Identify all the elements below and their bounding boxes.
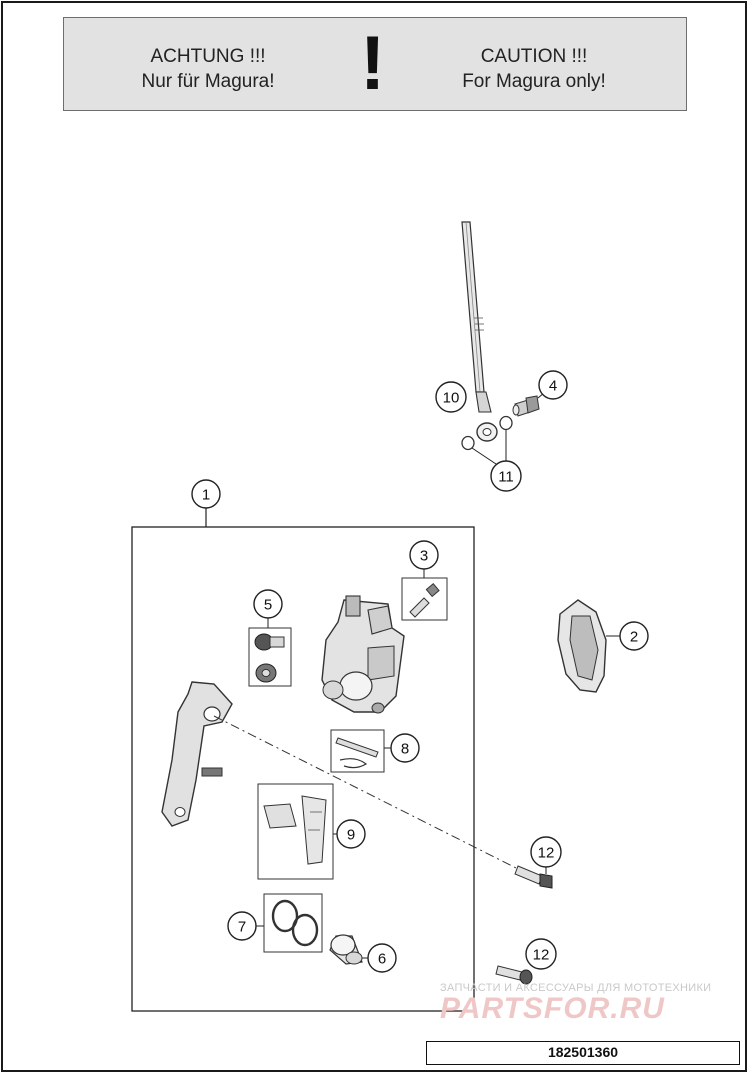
callout-number: 11 (498, 469, 514, 486)
callout-9: 9 (336, 819, 366, 849)
pad-spring-part (263, 795, 327, 865)
caliper-screw-part (514, 865, 553, 889)
piston-plug-part (254, 633, 285, 683)
piston-part (329, 934, 363, 965)
warning-english-text: For Magura only! (462, 71, 606, 92)
callout-number: 1 (202, 487, 210, 504)
callout-number: 4 (549, 378, 557, 395)
slide-pin-part (335, 737, 379, 769)
caliper-screw-part (495, 965, 533, 985)
callout-number: 12 (533, 947, 550, 964)
callout-number: 7 (238, 919, 246, 936)
warning-english: CAUTION !!! For Magura only! (404, 44, 664, 94)
callout-12: 12 (530, 836, 562, 868)
brake-pads-part (557, 599, 607, 693)
callout-12: 12 (525, 938, 557, 970)
o-ring-kit-box (263, 893, 323, 953)
warning-german: ACHTUNG !!! Nur für Magura! (78, 44, 338, 94)
bleeder-valve-part (409, 583, 440, 618)
callout-11: 11 (490, 460, 522, 492)
piston-seal-part (271, 899, 319, 947)
callout-3: 3 (409, 540, 439, 570)
callout-2: 2 (619, 621, 649, 651)
warning-german-heading: ACHTUNG !!! (150, 46, 266, 67)
callout-number: 6 (378, 951, 386, 968)
callout-number: 12 (538, 845, 555, 862)
o-ring-part (499, 415, 513, 431)
warning-banner: ACHTUNG !!! Nur für Magura! ! CAUTION !!… (63, 17, 687, 111)
callout-8: 8 (390, 733, 420, 763)
assembly-axis-line (213, 715, 529, 875)
callout-number: 9 (347, 827, 355, 844)
callout-number: 8 (401, 741, 409, 758)
document-number: 182501360 (426, 1041, 740, 1065)
exclamation-icon: ! (360, 21, 386, 106)
kit-boundary-box (131, 526, 475, 1012)
watermark-tagline: ЗАПЧАСТИ И АКСЕССУАРЫ ДЛЯ МОТОТЕХНИКИ (440, 982, 712, 994)
o-ring-part (461, 435, 475, 451)
callout-10: 10 (435, 381, 467, 413)
callout-6: 6 (367, 943, 397, 973)
callout-4: 4 (538, 370, 568, 400)
leader-line-11a (471, 447, 497, 465)
watermark-logo: PARTSFOR.RU (440, 992, 665, 1025)
callout-1: 1 (191, 479, 221, 509)
callout-5: 5 (253, 589, 283, 619)
brake-caliper-part (321, 595, 405, 714)
callout-7: 7 (227, 911, 257, 941)
brake-line-part (461, 221, 498, 442)
warning-english-heading: CAUTION !!! (480, 46, 588, 67)
callout-number: 3 (420, 548, 428, 565)
banjo-bolt-part (512, 395, 540, 417)
callout-number: 5 (264, 597, 272, 614)
callout-number: 2 (630, 629, 638, 646)
warning-german-text: Nur für Magura! (141, 71, 275, 92)
watermark: ЗАПЧАСТИ И АКСЕССУАРЫ ДЛЯ МОТОТЕХНИКИ PA… (440, 982, 740, 1026)
callout-number: 10 (443, 390, 460, 407)
caliper-bracket-part (161, 681, 233, 827)
